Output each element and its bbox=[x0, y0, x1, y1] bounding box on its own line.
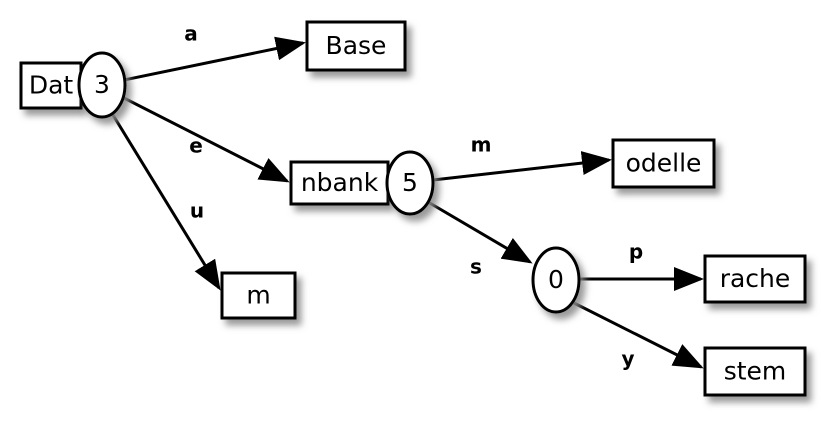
edge-label-u: u bbox=[190, 199, 204, 223]
edge-e bbox=[123, 96, 290, 183]
node-rect-m_leaf[interactable] bbox=[220, 271, 297, 320]
edge-a bbox=[123, 36, 306, 82]
node-stem[interactable]: stem bbox=[703, 346, 807, 397]
node-rect-rache[interactable] bbox=[703, 254, 807, 304]
node-ellipse-n0[interactable] bbox=[531, 246, 581, 314]
node-n0[interactable]: 0 bbox=[531, 246, 581, 314]
edge-label-s: s bbox=[470, 255, 482, 279]
node-odelle[interactable]: odelle bbox=[611, 138, 716, 189]
edge-label-y: y bbox=[621, 347, 634, 371]
edge-y bbox=[573, 301, 704, 369]
edges-layer bbox=[111, 36, 704, 369]
node-rect-base[interactable] bbox=[305, 20, 407, 72]
node-rect-n5[interactable] bbox=[289, 160, 390, 206]
edge-label-a: a bbox=[184, 22, 198, 46]
node-m_leaf[interactable]: m bbox=[220, 271, 297, 320]
edge-u bbox=[111, 114, 221, 291]
node-rache[interactable]: rache bbox=[703, 254, 807, 304]
node-base[interactable]: Base bbox=[305, 20, 407, 72]
node-rect-stem[interactable] bbox=[703, 346, 807, 397]
edge-m bbox=[432, 151, 612, 182]
edge-label-p: p bbox=[629, 240, 643, 264]
node-ellipse-n5[interactable] bbox=[385, 150, 435, 216]
edge-label-m: m bbox=[471, 133, 492, 157]
edge-s bbox=[427, 200, 533, 264]
node-rect-n3[interactable] bbox=[19, 61, 83, 110]
node-rect-odelle[interactable] bbox=[611, 138, 716, 189]
node-ellipse-n3[interactable] bbox=[77, 51, 127, 119]
